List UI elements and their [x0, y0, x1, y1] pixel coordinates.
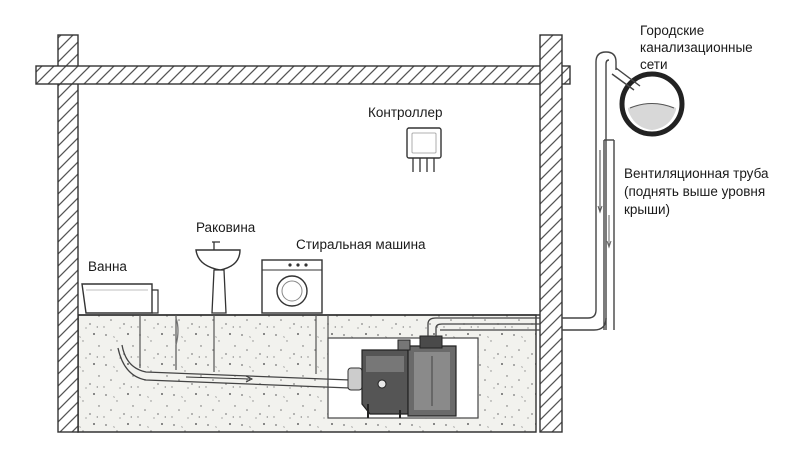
washing-machine — [261, 259, 323, 314]
city-sewer-pipe — [611, 67, 685, 137]
vent-label-line1: Вентиляционная труба — [624, 166, 769, 181]
ceiling-slab — [35, 65, 571, 85]
outside-pipes — [562, 51, 617, 331]
vent-label-line3: крыши) — [624, 202, 670, 217]
left-wall — [57, 34, 79, 433]
pump-unit — [347, 335, 457, 418]
bathtub-label: Ванна — [88, 259, 127, 274]
right-wall — [539, 34, 563, 433]
city-sewer-label-line2: канализационные — [640, 40, 753, 55]
vent-pipe — [603, 139, 615, 330]
bathtub — [81, 283, 159, 314]
sink-label: Раковина — [196, 220, 256, 235]
sewage-pipe — [117, 317, 351, 389]
washing-machine-label: Стиральная машина — [296, 237, 426, 252]
discharge-pipe — [427, 317, 540, 336]
controller-box — [406, 127, 442, 172]
controller-label: Контроллер — [368, 105, 443, 120]
city-sewer-label-line3: сети — [640, 57, 668, 72]
sink — [195, 241, 241, 314]
city-sewer-label-line1: Городские — [640, 23, 705, 38]
drain-channels — [139, 315, 329, 374]
vent-label-line2: (поднять выше уровня — [624, 184, 766, 199]
